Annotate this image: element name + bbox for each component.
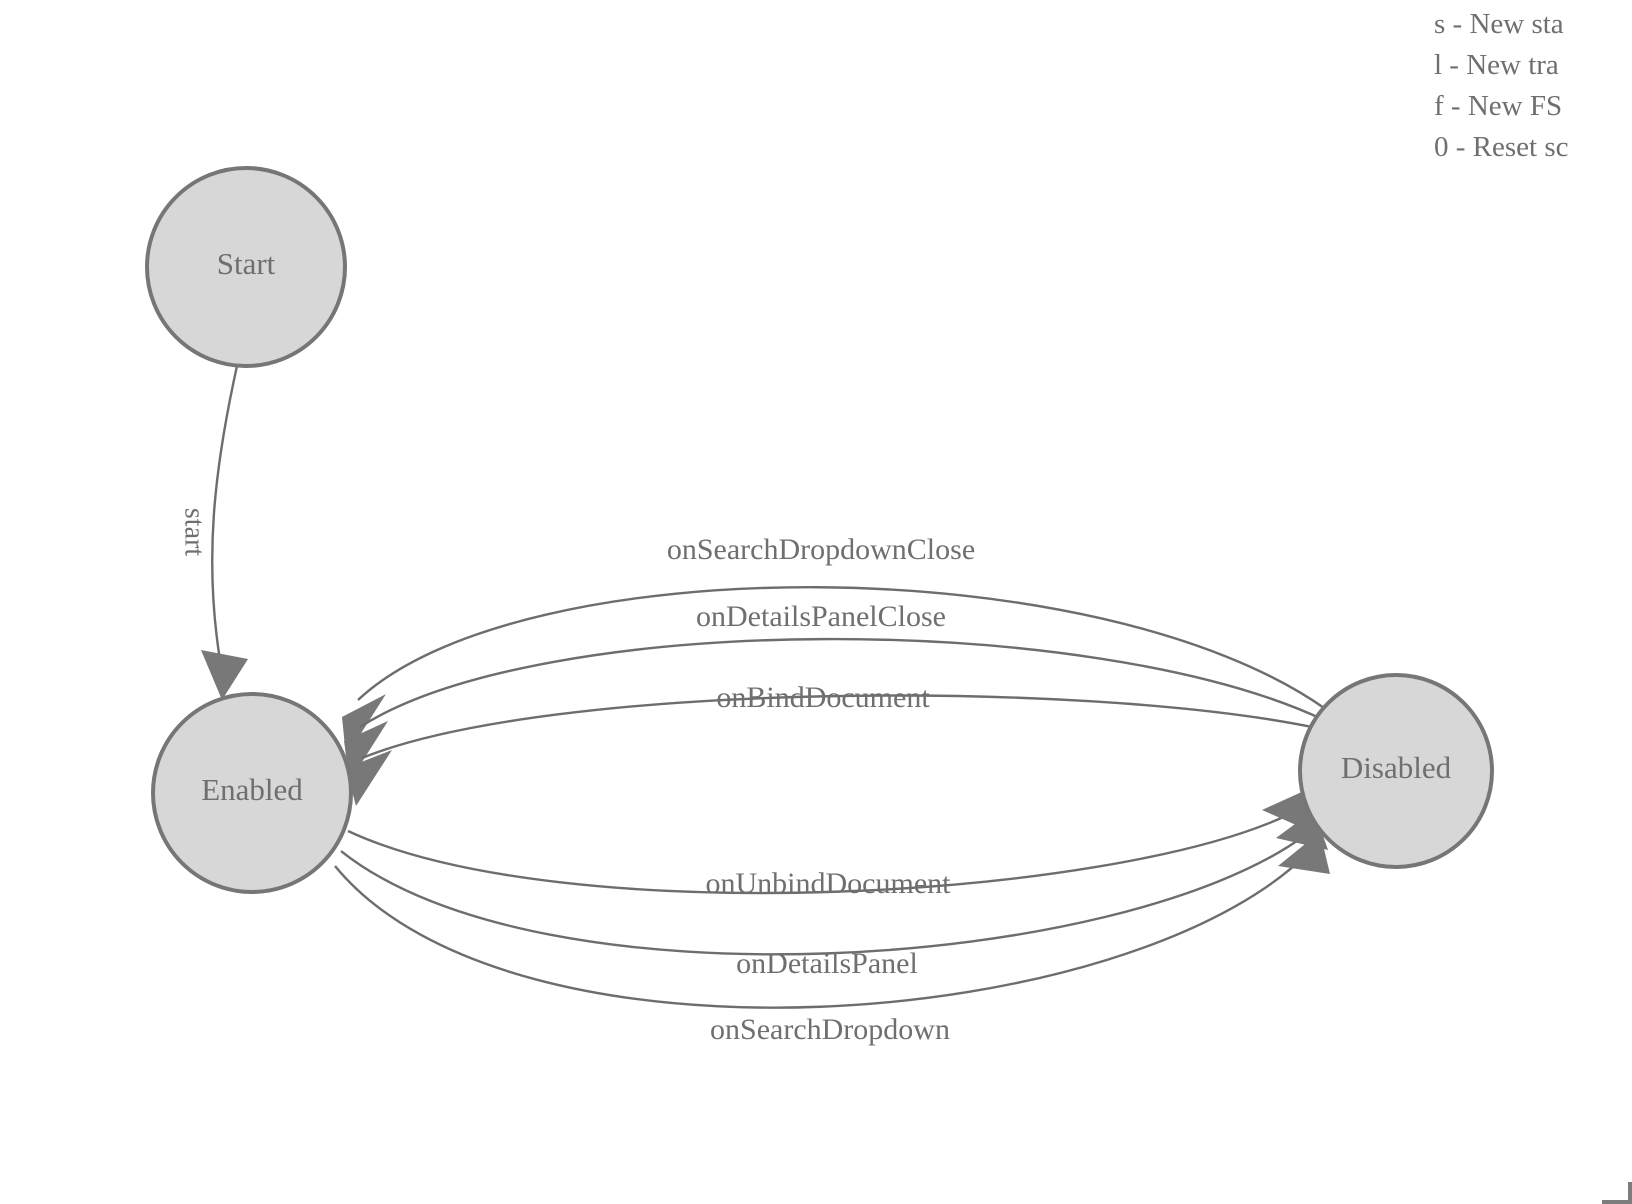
state-circle-disabled[interactable]	[1298, 673, 1494, 869]
edge-label-onbinddocument: onBindDocument	[716, 681, 930, 714]
edge-path-ondetailspanel	[340, 835, 1305, 956]
state-node-enabled[interactable]: Enabled	[151, 692, 353, 894]
arrowhead-start-enabled	[201, 650, 248, 700]
state-circle-start[interactable]	[145, 166, 347, 368]
resize-handle-vertical-bar	[1628, 1182, 1632, 1204]
legend-line-new-fsm: f - New FS	[1434, 90, 1563, 122]
edge-path-onbinddocument	[361, 694, 1313, 760]
edge-label-onunbinddocument: onUnbindDocument	[706, 867, 952, 900]
edge-start-to-enabled[interactable]: start	[179, 365, 248, 700]
edge-path-onsearchdropdownclose	[357, 586, 1328, 711]
edge-label-onsearchdropdownclose: onSearchDropdownClose	[667, 533, 975, 566]
state-label-start: Start	[217, 246, 276, 281]
state-label-enabled: Enabled	[201, 772, 303, 807]
legend-line-reset: 0 - Reset sc	[1434, 131, 1569, 163]
shortcut-legend: s - New sta l - New tra f - New FS 0 - R…	[1427, 0, 1632, 168]
edge-path-onsearchdropdown	[334, 851, 1310, 1009]
edge-label-start: start	[179, 508, 210, 556]
state-node-start[interactable]: Start	[145, 166, 347, 368]
resize-handle[interactable]	[1602, 1182, 1632, 1204]
edge-label-onsearchdropdown: onSearchDropdown	[710, 1013, 950, 1046]
edge-path-onunbinddocument	[347, 812, 1291, 895]
legend-line-new-state: s - New sta	[1434, 8, 1564, 40]
edge-label-ondetailspanel: onDetailsPanel	[736, 947, 918, 980]
resize-handle-horizontal-bar	[1602, 1200, 1632, 1204]
edge-path-ondetailspanelclose	[359, 637, 1325, 729]
edge-enabled-to-disabled-unbind-document[interactable]: onUnbindDocument	[347, 790, 1312, 900]
edge-disabled-to-enabled-details-close[interactable]: onDetailsPanelClose	[344, 600, 1325, 781]
arrowhead-onsearchdropdown	[1278, 832, 1330, 874]
state-node-disabled[interactable]: Disabled	[1298, 673, 1494, 869]
edge-label-ondetailspanelclose: onDetailsPanelClose	[696, 600, 946, 633]
legend-line-new-transition: l - New tra	[1434, 49, 1559, 81]
arrowhead-onbinddocument	[346, 750, 392, 806]
edge-disabled-to-enabled-bind-document[interactable]: onBindDocument	[346, 681, 1313, 806]
state-label-disabled: Disabled	[1341, 750, 1452, 785]
edge-enabled-to-disabled-search-dropdown[interactable]: onSearchDropdown	[334, 832, 1330, 1046]
state-circle-enabled[interactable]	[151, 692, 353, 894]
edge-path-start-enabled	[210, 365, 239, 661]
